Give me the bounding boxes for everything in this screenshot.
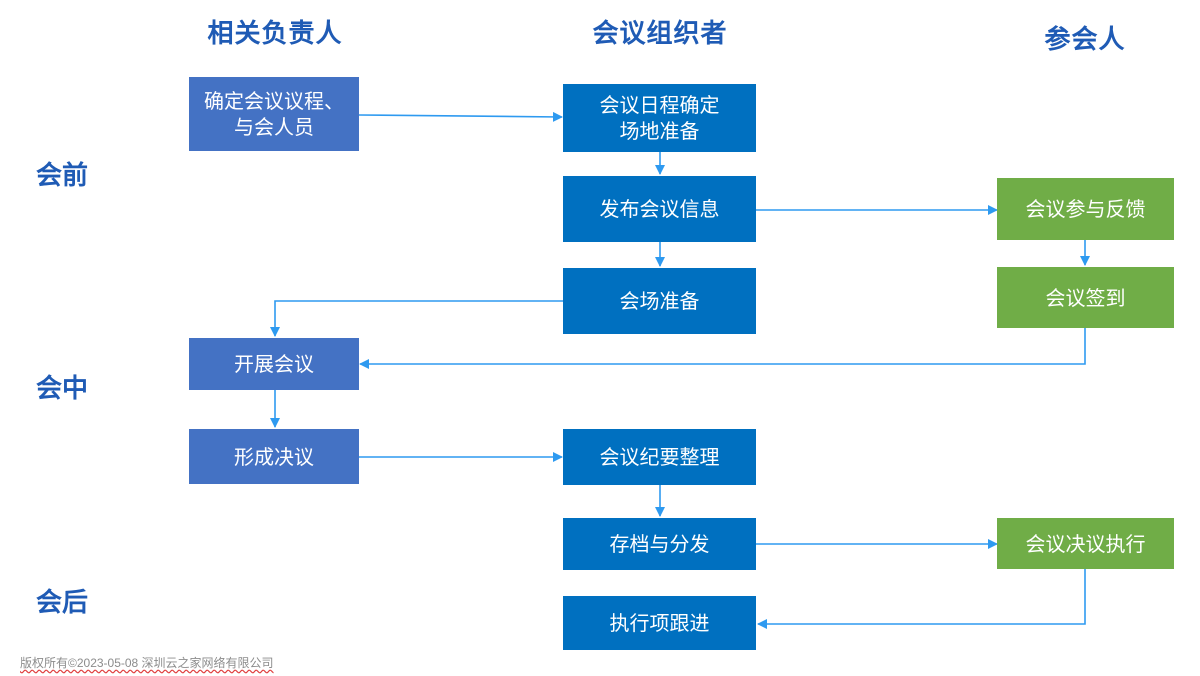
arrow-agenda-to-schedule [358,111,563,122]
node-publish-info: 发布会议信息 [563,176,756,242]
arrow-venue-to-meeting [270,300,563,337]
node-form-resolution-label: 形成决议 [234,444,314,469]
arrow-signin-to-meeting [359,328,1086,369]
node-archive: 存档与分发 [563,518,756,570]
node-venue-prep-label: 会场准备 [619,289,700,313]
phase-label-before: 会前 [36,161,89,191]
node-execute-resolution: 会议决议执行 [997,518,1174,569]
node-feedback-label: 会议参与反馈 [1025,197,1146,221]
node-form-resolution: 形成决议 [189,429,359,484]
node-venue-prep: 会场准备 [563,268,756,334]
node-sign-in: 会议签到 [997,267,1174,328]
node-hold-meeting-label: 开展会议 [234,352,314,376]
node-schedule-venue-label: 会议日程确定 场地准备 [599,93,720,143]
column-header-responsible: 相关负责人 [207,19,343,49]
node-execute-resolution-label: 会议决议执行 [1025,531,1146,556]
phase-label-during: 会中 [36,374,89,404]
copyright-notice: 版权所有©2023-05-08 深圳云之家网络有限公司 [20,654,274,671]
column-header-attendee: 参会人 [1044,25,1126,55]
node-follow-up-label: 执行项跟进 [609,611,710,635]
node-hold-meeting: 开展会议 [189,338,359,390]
phase-label-after: 会后 [36,588,89,618]
node-feedback: 会议参与反馈 [997,178,1174,240]
node-publish-info-label: 发布会议信息 [599,197,720,221]
node-confirm-agenda-label: 确定会议议程、 与会人员 [204,89,344,139]
node-minutes: 会议纪要整理 [563,429,756,485]
column-header-organizer: 会议组织者 [592,19,728,49]
node-schedule-venue: 会议日程确定 场地准备 [563,84,756,152]
node-minutes-label: 会议纪要整理 [599,445,720,469]
copyright-text: 版权所有©2023-05-08 深圳云之家网络有限公司 [20,656,274,670]
node-archive-label: 存档与分发 [609,532,710,556]
node-sign-in-label: 会议签到 [1045,285,1126,310]
node-follow-up: 执行项跟进 [563,596,756,650]
node-confirm-agenda: 确定会议议程、 与会人员 [189,77,359,151]
arrow-execute-to-followup [757,569,1086,629]
